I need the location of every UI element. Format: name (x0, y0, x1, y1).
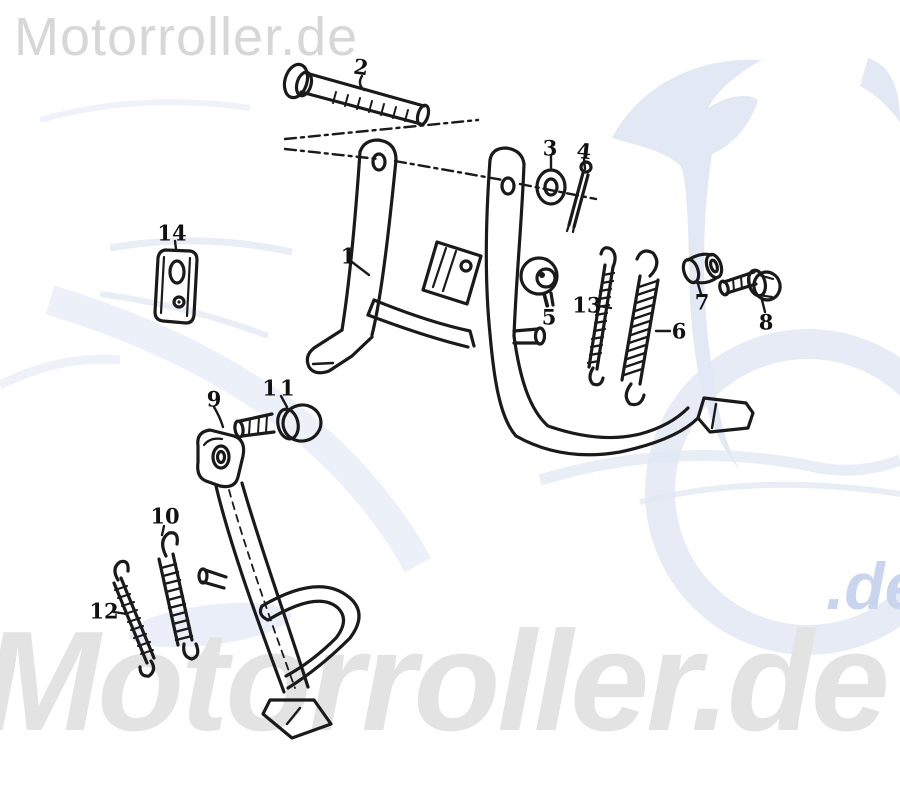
leader-lines (112, 74, 767, 616)
part-label-11: 11 (262, 375, 298, 401)
main-spring-drawing (620, 249, 660, 407)
auxiliary-spring-long-drawing (586, 246, 617, 387)
part-label-10: 10 (150, 503, 180, 529)
watermark-domain-accent: .de (826, 549, 900, 623)
swoosh-ring (645, 329, 900, 655)
swoosh-blob (128, 602, 292, 648)
center-stand-drawing (305, 138, 755, 457)
flange-bolt-drawing (233, 403, 323, 443)
washer-drawing (535, 168, 567, 206)
part-label-9: 9 (206, 386, 222, 412)
swoosh-flag (612, 59, 762, 470)
part-label-6: 6 (671, 318, 687, 344)
auxiliary-spring-drawing (112, 559, 156, 678)
part-label-2: 2 (352, 53, 370, 81)
watermark-bottom-text: Motorroller.de (0, 602, 890, 761)
part-label-8: 8 (758, 309, 774, 335)
part-label-13: 13 (572, 292, 602, 318)
hex-bolt-drawing (718, 268, 782, 302)
split-pin-drawing (565, 160, 593, 234)
part-label-14: 14 (157, 220, 187, 246)
mounting-plate-drawing (153, 248, 199, 325)
rubber-stop-drawing (519, 256, 559, 308)
spacer-sleeve-drawing (681, 252, 724, 285)
part-label-12: 12 (89, 598, 119, 624)
part-label-5: 5 (541, 304, 557, 330)
part-label-3: 3 (542, 135, 558, 161)
part-label-7: 7 (694, 289, 710, 315)
side-stand-spring-drawing (157, 531, 200, 661)
part-label-1: 1 (340, 243, 356, 269)
swoosh-body (45, 285, 432, 573)
watermark-top-text: Motorroller.de (14, 7, 359, 67)
side-stand-drawing (196, 428, 361, 740)
part-label-4: 4 (575, 137, 593, 165)
swoosh-corner (860, 58, 900, 122)
